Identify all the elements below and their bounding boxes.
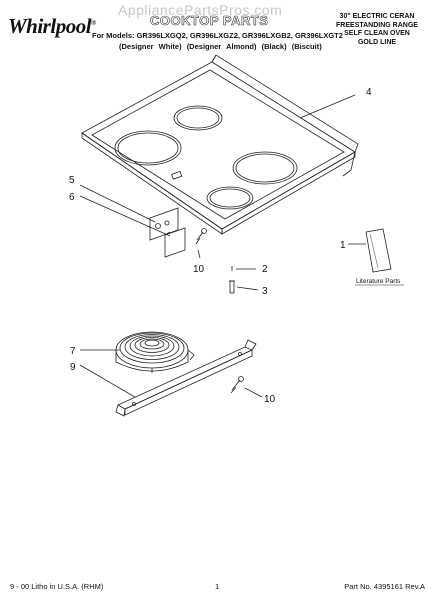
product-line: SELF CLEAN OVEN [344, 30, 410, 37]
watermark: AppliancePartsPros.com [118, 2, 283, 18]
screw [230, 376, 244, 394]
variant-label: (Black) [261, 42, 287, 51]
screw [195, 228, 207, 245]
footer-part-number: Part No. 4395161 Rev.A [344, 582, 425, 591]
registered-mark: ® [91, 19, 96, 27]
cooktop-element-small [173, 105, 223, 131]
variant-label: (Designer White) [119, 42, 182, 51]
product-line: GOLD LINE [357, 38, 397, 46]
callout-10: 10 [193, 264, 205, 275]
surface-element-coil [115, 331, 195, 373]
footer-page-number: 1 [215, 582, 220, 591]
logo-text: Whirlpool [8, 14, 92, 38]
product-description: 30" ELECTRIC CERAN FREESTANDING RANGE SE… [327, 13, 427, 47]
callout-10: 10 [264, 394, 276, 405]
cooktop-element-large [114, 130, 182, 166]
element-bracket [115, 339, 257, 417]
variant-label: (Designer Almond) [186, 42, 257, 51]
footer-litho: 9 - 00 Litho in U.S.A. (RHM) [10, 582, 104, 591]
literature-parts-booklet [365, 228, 392, 273]
switch-bracket [149, 207, 186, 258]
cooktop-assembly [81, 54, 359, 235]
callout-2: 2 [262, 264, 268, 275]
callout-6: 6 [69, 192, 75, 203]
cooktop-element-large [232, 151, 298, 185]
whirlpool-logo: Whirlpool® [8, 14, 96, 39]
callout-7: 7 [70, 346, 76, 357]
callout-5: 5 [69, 175, 75, 186]
callout-9: 9 [70, 362, 76, 373]
product-line: FREESTANDING RANGE [336, 21, 418, 29]
page-title: COOKTOP PARTS [150, 13, 269, 29]
screw [229, 280, 235, 294]
literature-parts-label: Literature Parts [356, 278, 401, 285]
models-line: For Models: GR396LXGQ2, GR396LXGZ2, GR39… [92, 31, 343, 40]
cooktop-element-small [206, 186, 254, 210]
callout-4: 4 [366, 87, 372, 98]
variant-label: (Biscuit) [291, 42, 322, 51]
color-variants: (Designer White) (Designer Almond) (Blac… [119, 42, 322, 51]
product-line: 30" ELECTRIC CERAN [339, 13, 415, 20]
callout-1: 1 [340, 240, 346, 251]
callout-3: 3 [262, 286, 268, 297]
